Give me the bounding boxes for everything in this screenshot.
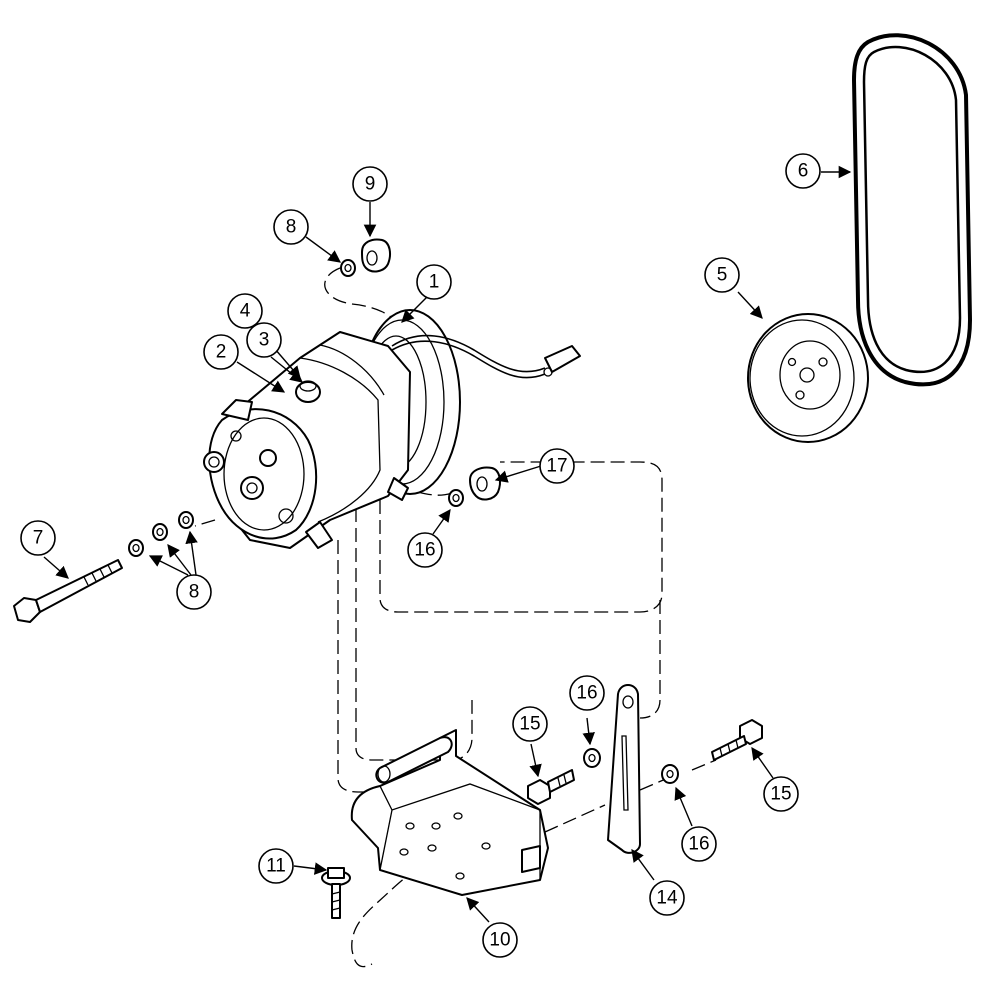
strap-washers <box>583 748 679 784</box>
leader-lines <box>43 165 852 923</box>
long-bolt <box>13 559 123 623</box>
callout-16-middle: 16 <box>569 675 605 711</box>
svg-text:6: 6 <box>798 161 809 182</box>
side-nut-and-washer <box>448 466 501 507</box>
callout-15-right: 15 <box>763 776 799 812</box>
svg-text:2: 2 <box>216 342 227 363</box>
bolt-left <box>527 769 575 805</box>
callout-14: 14 <box>649 880 685 916</box>
callout-16-lower: 16 <box>681 826 717 862</box>
svg-text:10: 10 <box>489 930 510 951</box>
svg-text:1: 1 <box>429 272 440 293</box>
svg-text:8: 8 <box>189 582 200 603</box>
callout-8-front: 8 <box>176 574 212 610</box>
drive-belt <box>852 33 972 387</box>
mounting-bracket <box>350 729 549 896</box>
callout-1: 1 <box>416 264 452 300</box>
flange-bolt <box>321 867 351 919</box>
callout-10: 10 <box>482 922 518 958</box>
compressor <box>203 309 581 549</box>
callout-9: 9 <box>352 166 388 202</box>
svg-text:14: 14 <box>656 888 678 909</box>
callout-2: 2 <box>203 334 239 370</box>
svg-text:8: 8 <box>286 217 297 238</box>
bolt-right <box>711 719 763 761</box>
callout-17: 17 <box>539 448 575 484</box>
slotted-adjusting-strap <box>607 684 641 854</box>
svg-text:5: 5 <box>717 265 728 286</box>
svg-text:16: 16 <box>576 683 597 704</box>
callout-15-left: 15 <box>512 706 548 742</box>
svg-text:11: 11 <box>266 856 286 877</box>
svg-text:16: 16 <box>414 540 435 561</box>
callout-4: 4 <box>227 293 263 329</box>
callout-3: 3 <box>246 322 282 358</box>
svg-text:3: 3 <box>259 330 270 351</box>
svg-text:16: 16 <box>688 834 709 855</box>
callout-7: 7 <box>20 520 56 556</box>
pulley <box>747 313 869 443</box>
svg-text:15: 15 <box>519 714 540 735</box>
top-nut-and-washer <box>340 238 391 277</box>
callout-5: 5 <box>704 257 740 293</box>
callout-11: 11 <box>258 848 294 884</box>
svg-text:15: 15 <box>770 784 791 805</box>
svg-text:9: 9 <box>365 174 376 195</box>
assembly-path-lines <box>194 267 717 968</box>
svg-text:17: 17 <box>546 456 567 477</box>
svg-text:4: 4 <box>240 301 251 322</box>
svg-text:7: 7 <box>33 528 44 549</box>
callout-16-upper: 16 <box>407 532 443 568</box>
front-washers <box>128 511 194 557</box>
callout-8-top: 8 <box>273 209 309 245</box>
callout-6: 6 <box>785 153 821 189</box>
